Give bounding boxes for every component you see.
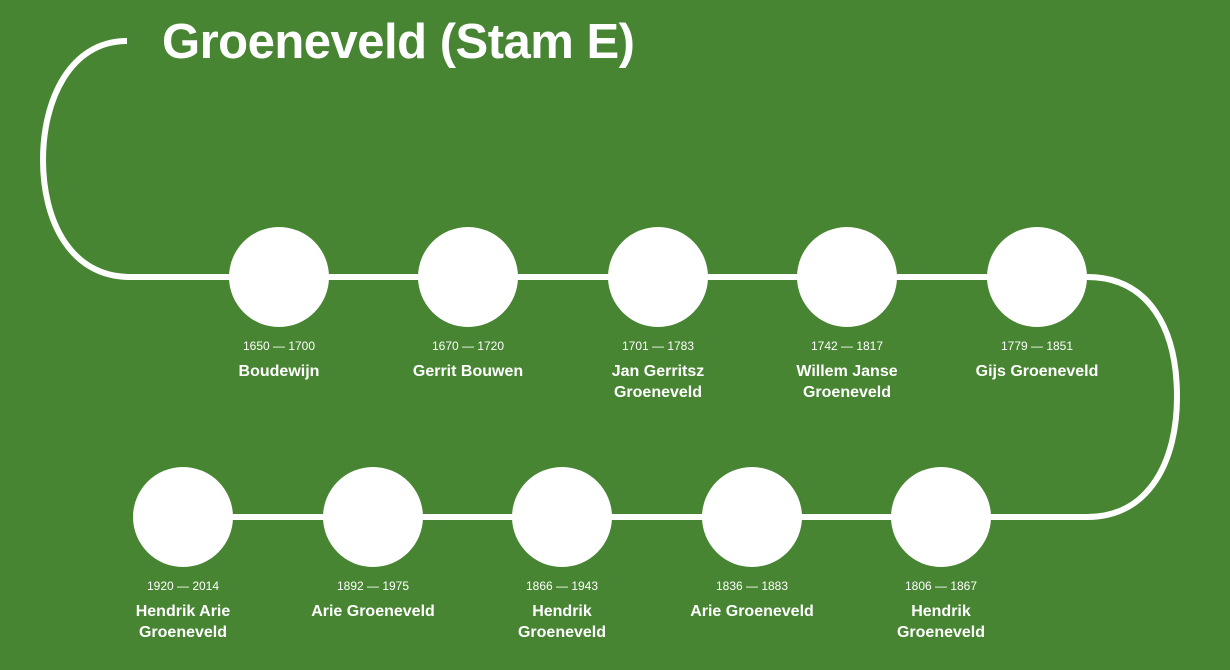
person-name: Arie Groeneveld: [690, 603, 814, 620]
person-circle: [891, 467, 991, 567]
person-name: Hendrik Groeneveld: [517, 603, 607, 641]
person-name: Hendrik Arie Groeneveld: [135, 603, 231, 641]
person-dates: 1670 — 1720: [431, 339, 505, 353]
person-dates: 1866 — 1943: [525, 579, 599, 593]
person-dates: 1742 — 1817: [810, 339, 884, 353]
person-circle: [133, 467, 233, 567]
person-dates: 1892 — 1975: [336, 579, 410, 593]
person-dates: 1650 — 1700: [242, 339, 316, 353]
page-title: Groeneveld (Stam E): [162, 15, 635, 69]
person-name: Gijs Groeneveld: [975, 363, 1099, 380]
person-circle: [797, 227, 897, 327]
person-dates: 1806 — 1867: [904, 579, 978, 593]
person-dates: 1920 — 2014: [146, 579, 220, 593]
person-name: Arie Groeneveld: [311, 603, 435, 620]
person-circle: [608, 227, 708, 327]
person-dates: 1779 — 1851: [1000, 339, 1074, 353]
person-circle: [512, 467, 612, 567]
person-name: Gerrit Bouwen: [412, 363, 524, 380]
person-circle: [987, 227, 1087, 327]
person-name: Willem Janse Groeneveld: [796, 363, 898, 401]
person-dates: 1836 — 1883: [715, 579, 789, 593]
person-circle: [418, 227, 518, 327]
person-name: Hendrik Groeneveld: [896, 603, 986, 641]
person-name: Jan Gerritsz Groeneveld: [611, 363, 705, 401]
person-name: Boudewijn: [238, 363, 320, 380]
person-circle: [702, 467, 802, 567]
person-dates: 1701 — 1783: [621, 339, 695, 353]
person-circle: [323, 467, 423, 567]
person-circle: [229, 227, 329, 327]
